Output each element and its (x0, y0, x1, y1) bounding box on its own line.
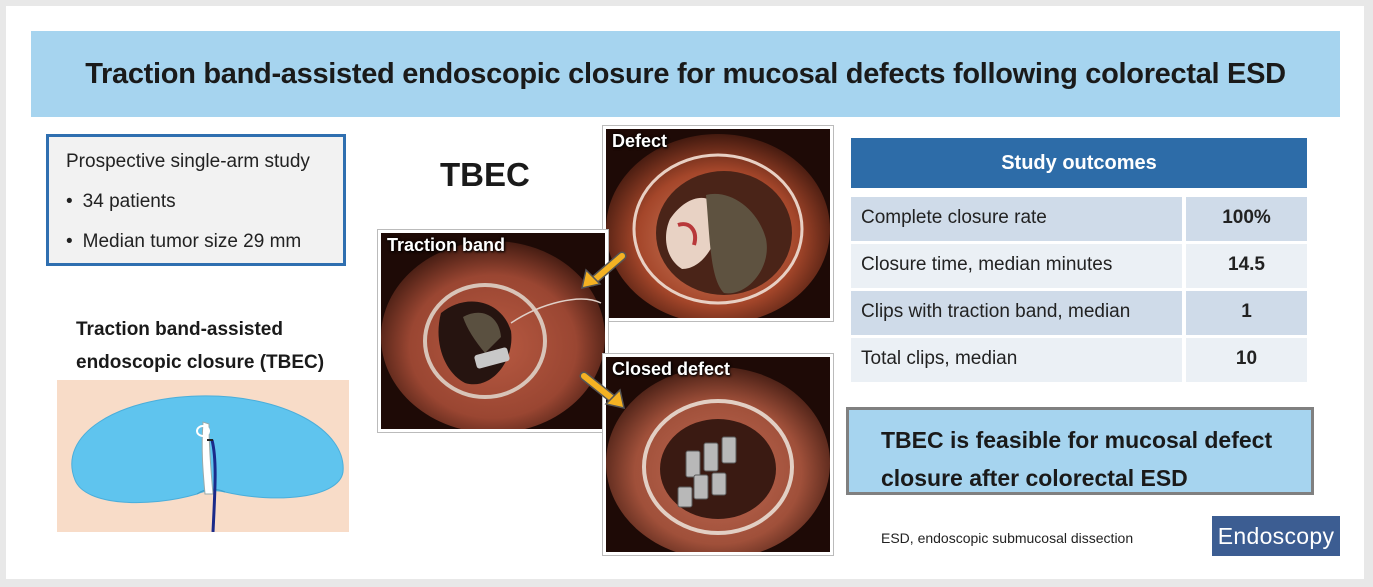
study-bullet: Median tumor size 29 mm (66, 227, 343, 267)
study-design-box: Prospective single-arm study 34 patients… (46, 134, 346, 266)
outcome-label: Complete closure rate (851, 197, 1182, 241)
tbec-diagram (57, 380, 349, 532)
title-banner: Traction band-assisted endoscopic closur… (31, 31, 1340, 117)
study-design: Prospective single-arm study (66, 151, 310, 172)
study-bullet: 34 patients (66, 187, 343, 227)
outcome-row: Total clips, median 10 (851, 338, 1307, 382)
journal-logo: Endoscopy (1212, 516, 1340, 556)
tbec-label: TBEC (440, 156, 530, 193)
tbec-diagram-illustration (71, 395, 344, 532)
traction-band-photo (381, 233, 605, 429)
page-title: Traction band-assisted endoscopic closur… (85, 57, 1286, 90)
outcomes-header: Study outcomes (851, 138, 1307, 188)
defect-photo (606, 129, 830, 318)
closed-defect-label: Closed defect (612, 359, 731, 379)
traction-band-image: Traction band (378, 230, 608, 432)
arrow-to-traction-icon (581, 251, 627, 289)
conclusion-box: TBEC is feasible for mucosal defect clos… (846, 407, 1314, 495)
footnote: ESD, endoscopic submucosal dissection (881, 530, 1134, 546)
defect-label: Defect (612, 131, 668, 151)
arrow-to-closed-icon (579, 371, 625, 409)
diagram-caption: Traction band-assisted endoscopic closur… (76, 319, 325, 373)
outcome-label: Clips with traction band, median (851, 291, 1182, 335)
outcome-label: Closure time, median minutes (851, 244, 1182, 288)
outcome-label: Total clips, median (851, 338, 1182, 382)
closed-defect-photo (606, 357, 830, 552)
outcome-row: Closure time, median minutes 14.5 (851, 244, 1307, 288)
study-bullets: 34 patients Median tumor size 29 mm (66, 187, 343, 267)
outcome-value: 1 (1186, 291, 1307, 335)
outcome-row: Complete closure rate 100% (851, 197, 1307, 241)
outcome-value: 100% (1186, 197, 1307, 241)
closed-defect-image: Closed defect (603, 354, 833, 555)
defect-image: Defect (603, 126, 833, 321)
traction-band-label: Traction band (387, 235, 506, 255)
outcome-row: Clips with traction band, median 1 (851, 291, 1307, 335)
outcome-value: 10 (1186, 338, 1307, 382)
outcome-value: 14.5 (1186, 244, 1307, 288)
